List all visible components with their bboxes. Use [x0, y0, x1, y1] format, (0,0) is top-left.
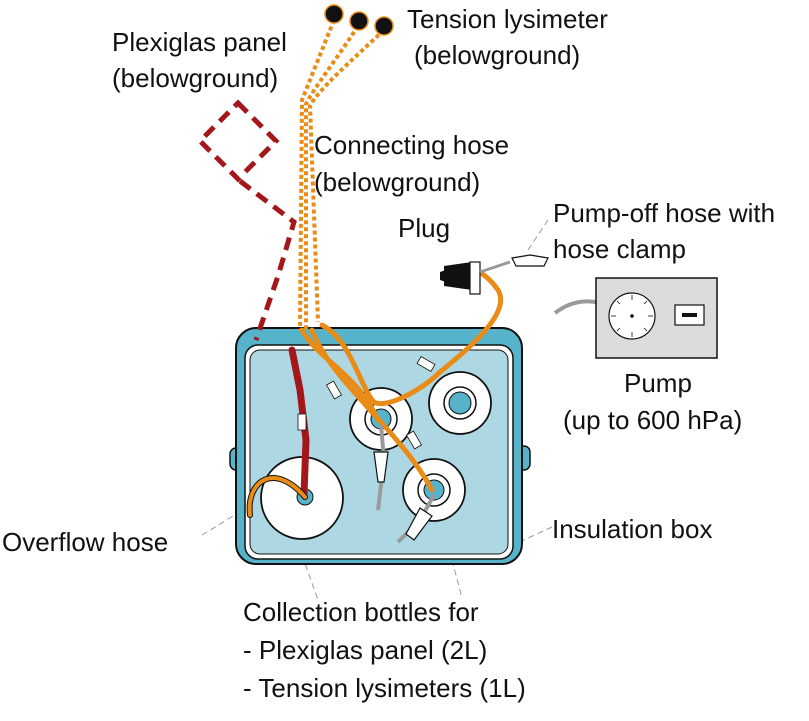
pump-gauge-center: [630, 314, 634, 318]
label-lysimeter-line2: (belowground): [414, 40, 580, 70]
lysimeter-head-3: [374, 16, 394, 36]
label-plexiglas-line1: Plexiglas panel: [112, 27, 287, 57]
bottle-leader-1: [301, 554, 319, 601]
pump: [553, 277, 718, 359]
plexiglas-panel-shape: [196, 99, 280, 183]
plug-tip: [440, 270, 446, 282]
collection-hose-tag-1: [325, 380, 343, 400]
label-pump-line1: Pump: [624, 368, 692, 398]
label-plug: Plug: [398, 213, 450, 243]
label-connecting-line2: (belowground): [314, 167, 480, 197]
lysimeter-collection-hoses: [299, 267, 504, 493]
plug-collar: [469, 261, 481, 295]
label-pumpoff-line1: Pump-off hose with: [553, 198, 775, 228]
hose-clamp-3: [405, 507, 433, 541]
bottle-leader-2: [451, 559, 463, 599]
pumpoff-leader: [525, 219, 549, 254]
panel-belowground-hose: [238, 179, 297, 341]
belowground-hose-1: [298, 19, 336, 331]
bottle-2-cap: [448, 391, 472, 415]
pump-gauge-ticks: [611, 295, 653, 337]
label-bottles-line2: - Plexiglas panel (2L): [243, 635, 487, 665]
label-plexiglas-line2: (belowground): [112, 63, 278, 93]
pumpoff-hose-clamp: [511, 254, 549, 267]
label-pump-line2: (up to 600 hPa): [563, 405, 742, 435]
plug-body: [444, 262, 472, 290]
label-lysimeter-line1: Tension lysimeter: [407, 4, 608, 34]
bottle-pumpoff-hoses: [373, 424, 436, 544]
collection-hose-3: [319, 322, 443, 407]
lysimeter-head-2: [349, 11, 369, 31]
belowground-hose-3: [307, 28, 386, 323]
overflow-hose: [247, 476, 307, 517]
lysimeter-head-1: [324, 4, 344, 24]
label-bottles-line3: - Tension lysimeters (1L): [243, 673, 526, 703]
label-insulation-box: Insulation box: [552, 514, 712, 544]
plug-pumpoff-link: [479, 260, 511, 274]
panel-hose-tag: [297, 413, 307, 431]
tension-lysimeter-heads: [324, 4, 394, 36]
hose-clamp-1: [373, 451, 389, 483]
pump-hose: [553, 299, 601, 315]
label-pumpoff-line2: hose clamp: [553, 234, 686, 264]
plexiglas-panel: [196, 99, 297, 341]
collection-hose-tag-2: [405, 430, 423, 450]
pump-switch-bar: [682, 313, 697, 317]
collection-hose-2: [309, 327, 435, 493]
lysimeter-belowground-hoses: [298, 19, 386, 331]
collection-hose-1: [299, 327, 381, 423]
label-bottles-line1: Collection bottles for: [243, 597, 479, 627]
label-overflow-hose: Overflow hose: [2, 527, 168, 557]
collection-hose-tag-3: [416, 355, 436, 373]
belowground-hose-2: [304, 24, 360, 330]
connecting-hose-to-plug: [437, 267, 504, 375]
plug: [440, 260, 511, 295]
label-connecting-line1: Connecting hose: [314, 130, 509, 160]
bottle-lysimeter-2: [428, 371, 492, 435]
